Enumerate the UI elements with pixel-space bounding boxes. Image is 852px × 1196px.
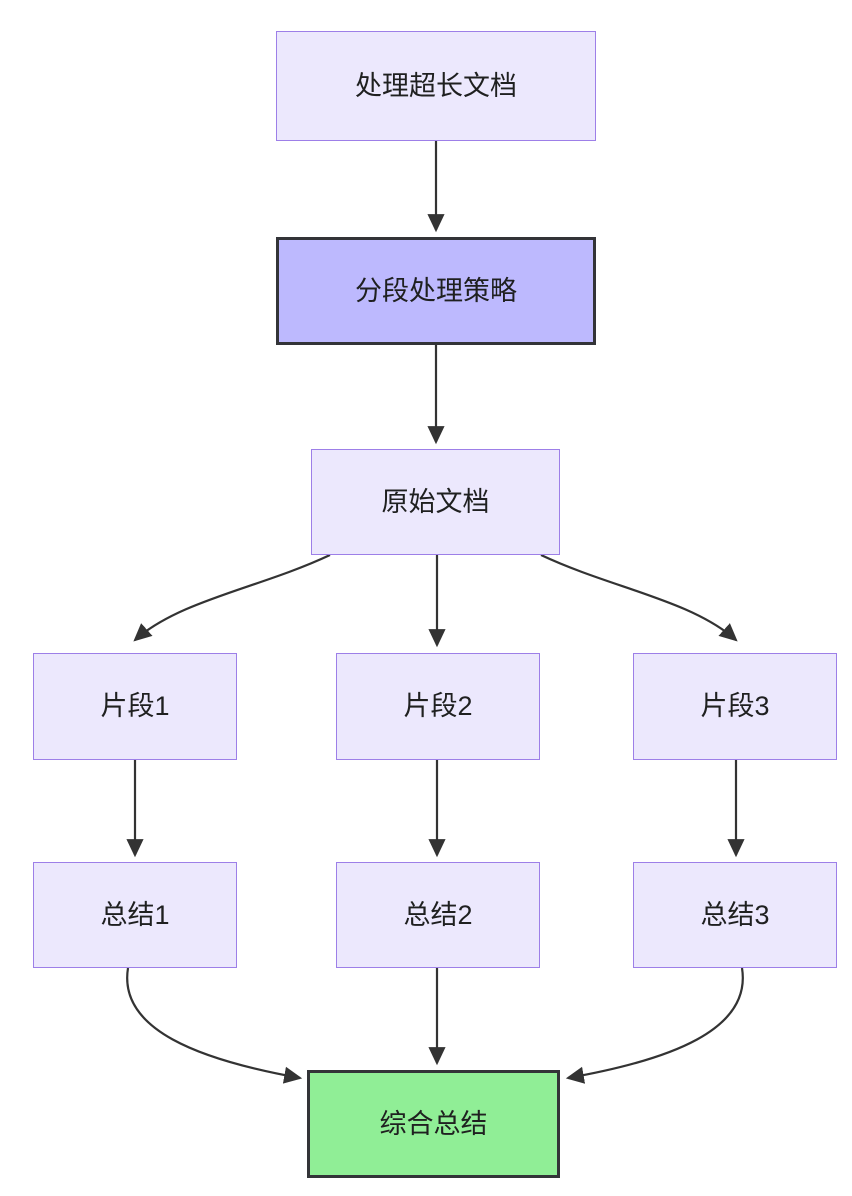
node-label-n4: 片段1 (100, 691, 170, 722)
node-n5[interactable]: 片段2 (336, 653, 540, 760)
node-label-n8: 总结2 (403, 899, 473, 930)
edge-n3-to-n6 (540, 554, 738, 642)
node-n9[interactable]: 总结3 (633, 862, 837, 968)
node-n1[interactable]: 处理超长文档 (276, 31, 596, 141)
node-label-n9: 总结3 (700, 899, 770, 930)
node-label-n10: 综合总结 (379, 1108, 488, 1139)
edge-n9-to-n10 (565, 967, 744, 1084)
edge-n7-to-n10 (126, 967, 303, 1084)
node-n2[interactable]: 分段处理策略 (276, 237, 596, 345)
node-label-n1: 处理超长文档 (355, 70, 517, 101)
node-n10[interactable]: 综合总结 (307, 1070, 560, 1178)
node-n6[interactable]: 片段3 (633, 653, 837, 760)
node-label-n6: 片段3 (700, 691, 770, 722)
node-label-n7: 总结1 (100, 899, 170, 930)
node-label-n2: 分段处理策略 (355, 275, 517, 306)
node-n3[interactable]: 原始文档 (311, 449, 560, 555)
node-n8[interactable]: 总结2 (336, 862, 540, 968)
node-label-n5: 片段2 (403, 691, 473, 722)
node-label-n3: 原始文档 (381, 486, 490, 517)
node-n4[interactable]: 片段1 (33, 653, 237, 760)
node-n7[interactable]: 总结1 (33, 862, 237, 968)
edge-n3-to-n4 (133, 554, 331, 642)
